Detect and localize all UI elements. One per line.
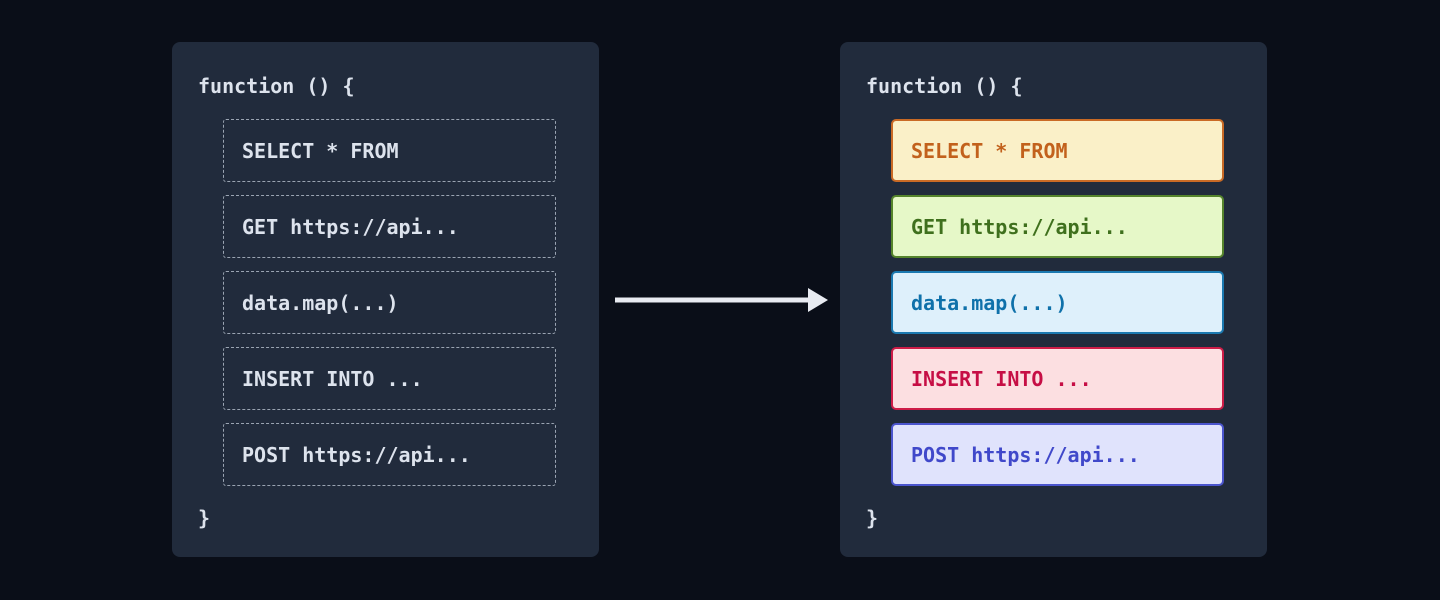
function-open-line: function () {	[198, 74, 355, 98]
code-box-js-map-highlighted: data.map(...)	[891, 271, 1224, 334]
code-panel-before: function () { SELECT * FROM GET https://…	[172, 42, 599, 557]
code-line-label: INSERT INTO ...	[242, 366, 423, 391]
code-line-label: SELECT * FROM	[911, 138, 1068, 163]
code-box-http-post: POST https://api...	[223, 423, 556, 486]
code-panel-after: function () { SELECT * FROM GET https://…	[840, 42, 1267, 557]
code-box-sql-insert-highlighted: INSERT INTO ...	[891, 347, 1224, 410]
code-box-http-get-highlighted: GET https://api...	[891, 195, 1224, 258]
code-box-sql-insert: INSERT INTO ...	[223, 347, 556, 410]
code-line-label: GET https://api...	[911, 214, 1128, 239]
code-box-sql-select: SELECT * FROM	[223, 119, 556, 182]
code-box-http-get: GET https://api...	[223, 195, 556, 258]
code-lines-after: SELECT * FROM GET https://api... data.ma…	[891, 119, 1224, 486]
code-line-label: data.map(...)	[911, 290, 1068, 315]
code-line-label: INSERT INTO ...	[911, 366, 1092, 391]
transform-arrow	[615, 283, 828, 317]
function-close-line: }	[198, 506, 211, 530]
right-arrow-icon	[615, 288, 828, 312]
function-close-line: }	[866, 506, 879, 530]
code-box-sql-select-highlighted: SELECT * FROM	[891, 119, 1224, 182]
code-box-http-post-highlighted: POST https://api...	[891, 423, 1224, 486]
code-box-js-map: data.map(...)	[223, 271, 556, 334]
code-line-label: data.map(...)	[242, 290, 399, 315]
code-line-label: POST https://api...	[911, 442, 1140, 467]
function-open-line: function () {	[866, 74, 1023, 98]
code-lines-before: SELECT * FROM GET https://api... data.ma…	[223, 119, 556, 486]
code-line-label: POST https://api...	[242, 442, 471, 467]
code-line-label: GET https://api...	[242, 214, 459, 239]
code-line-label: SELECT * FROM	[242, 138, 399, 163]
